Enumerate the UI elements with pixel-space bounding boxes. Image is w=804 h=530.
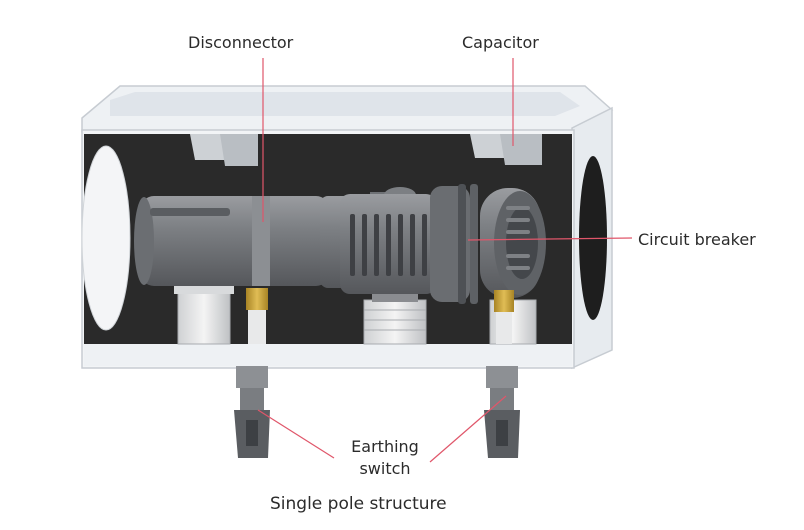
caption-single-pole: Single pole structure — [270, 494, 447, 514]
label-capacitor: Capacitor — [462, 33, 539, 52]
insulator-left — [174, 282, 234, 345]
leader-circuit-breaker — [467, 237, 633, 241]
brass-contact-right — [494, 290, 514, 344]
leader-earthing-left — [257, 409, 335, 459]
mounting-bracket-right — [470, 134, 542, 165]
label-earthing-line1: Earthing — [351, 437, 419, 456]
label-disconnector: Disconnector — [188, 33, 294, 52]
label-circuit-breaker: Circuit breaker — [638, 230, 756, 249]
label-earthing-line2: switch — [359, 459, 411, 478]
leader-lines — [257, 58, 633, 463]
circuit-breaker-body — [340, 184, 546, 304]
earthing-switch-right — [484, 366, 520, 458]
leader-earthing-right — [429, 395, 507, 463]
brass-contact-left — [246, 288, 268, 344]
label-earthing-switch: Earthing switch — [330, 436, 440, 480]
disconnector-tube — [134, 196, 330, 286]
mounting-bracket-left — [190, 134, 258, 166]
enclosure-top — [81, 85, 614, 133]
earthing-switch-left — [234, 366, 270, 458]
